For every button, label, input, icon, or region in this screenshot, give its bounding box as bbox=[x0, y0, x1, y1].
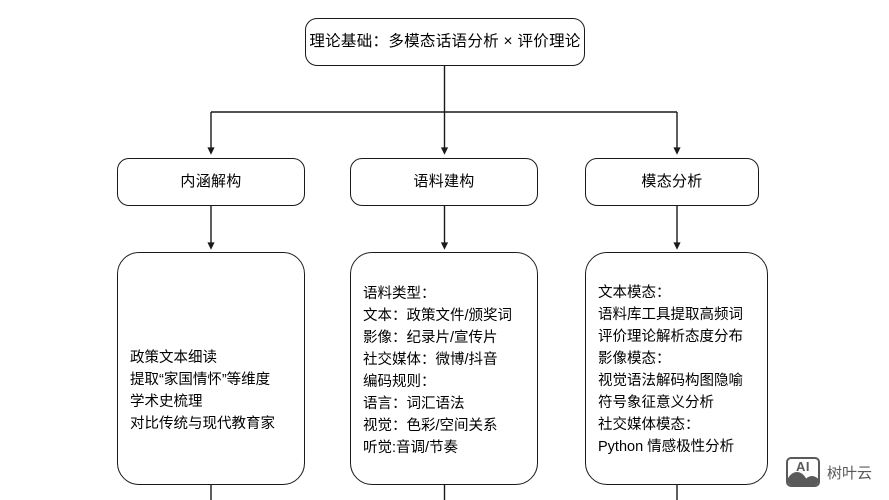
detail-3-line: 社交媒体模态： bbox=[598, 417, 700, 433]
detail-1-lines: 政策文本细读 提取“家国情怀”等维度 学术史梳理 对比传统与现代教育家 bbox=[130, 347, 294, 435]
node-stage-corpus-construction[interactable]: 语料建构 bbox=[350, 158, 538, 206]
watermark-label: 树叶云 bbox=[827, 464, 873, 482]
mountain-shape-secondary bbox=[800, 476, 818, 485]
detail-3-line: 文本模态： bbox=[598, 285, 671, 301]
node-stage-modality-analysis[interactable]: 模态分析 bbox=[585, 158, 759, 206]
node-theoretical-basis-label: 理论基础：多模态话语分析 × 评价理论 bbox=[309, 32, 581, 50]
detail-3-lines: 文本模态： 语料库工具提取高频词 评价理论解析态度分布 影像模态： 视觉语法解码… bbox=[598, 282, 757, 458]
detail-2-line: 听觉:音调/节奏 bbox=[363, 440, 459, 456]
detail-2-line: 文本：政策文件/颁奖词 bbox=[363, 308, 513, 324]
detail-3-line: 评价理论解析态度分布 bbox=[598, 329, 743, 345]
node-detail-modality-analysis[interactable]: 文本模态： 语料库工具提取高频词 评价理论解析态度分布 影像模态： 视觉语法解码… bbox=[585, 252, 768, 485]
detail-1-line: 提取“家国情怀”等维度 bbox=[130, 372, 271, 388]
node-stage-3-label: 模态分析 bbox=[641, 173, 703, 190]
node-stage-2-label: 语料建构 bbox=[413, 173, 475, 190]
detail-3-line: 语料库工具提取高频词 bbox=[598, 307, 743, 323]
node-stage-1-label: 内涵解构 bbox=[180, 173, 242, 190]
image-ai-icon-text: AI bbox=[796, 459, 810, 474]
watermark: AI 树叶云 bbox=[786, 452, 882, 492]
image-ai-icon: AI bbox=[786, 457, 820, 487]
node-detail-corpus-construction[interactable]: 语料类型： 文本：政策文件/颁奖词 影像：纪录片/宣传片 社交媒体：微博/抖音 … bbox=[350, 252, 538, 485]
detail-2-line: 语言：词汇语法 bbox=[363, 396, 465, 412]
detail-2-line: 影像：纪录片/宣传片 bbox=[363, 330, 498, 346]
detail-3-line: Python 情感极性分析 bbox=[598, 439, 735, 455]
detail-2-line: 编码规则： bbox=[363, 374, 436, 390]
node-theoretical-basis[interactable]: 理论基础：多模态话语分析 × 评价理论 bbox=[305, 18, 585, 66]
detail-3-line: 影像模态： bbox=[598, 351, 671, 367]
detail-3-line: 符号象征意义分析 bbox=[598, 395, 714, 411]
detail-1-line: 对比传统与现代教育家 bbox=[130, 416, 275, 432]
node-stage-connotation-deconstruction[interactable]: 内涵解构 bbox=[117, 158, 305, 206]
detail-2-line: 视觉：色彩/空间关系 bbox=[363, 418, 498, 434]
detail-2-line: 社交媒体：微博/抖音 bbox=[363, 352, 498, 368]
detail-1-line: 政策文本细读 bbox=[130, 350, 217, 366]
node-detail-connotation-deconstruction[interactable]: 政策文本细读 提取“家国情怀”等维度 学术史梳理 对比传统与现代教育家 bbox=[117, 252, 305, 485]
detail-3-line: 视觉语法解码构图隐喻 bbox=[598, 373, 743, 389]
detail-1-line: 学术史梳理 bbox=[130, 394, 203, 410]
detail-2-lines: 语料类型： 文本：政策文件/颁奖词 影像：纪录片/宣传片 社交媒体：微博/抖音 … bbox=[363, 283, 527, 459]
detail-2-line: 语料类型： bbox=[363, 286, 436, 302]
